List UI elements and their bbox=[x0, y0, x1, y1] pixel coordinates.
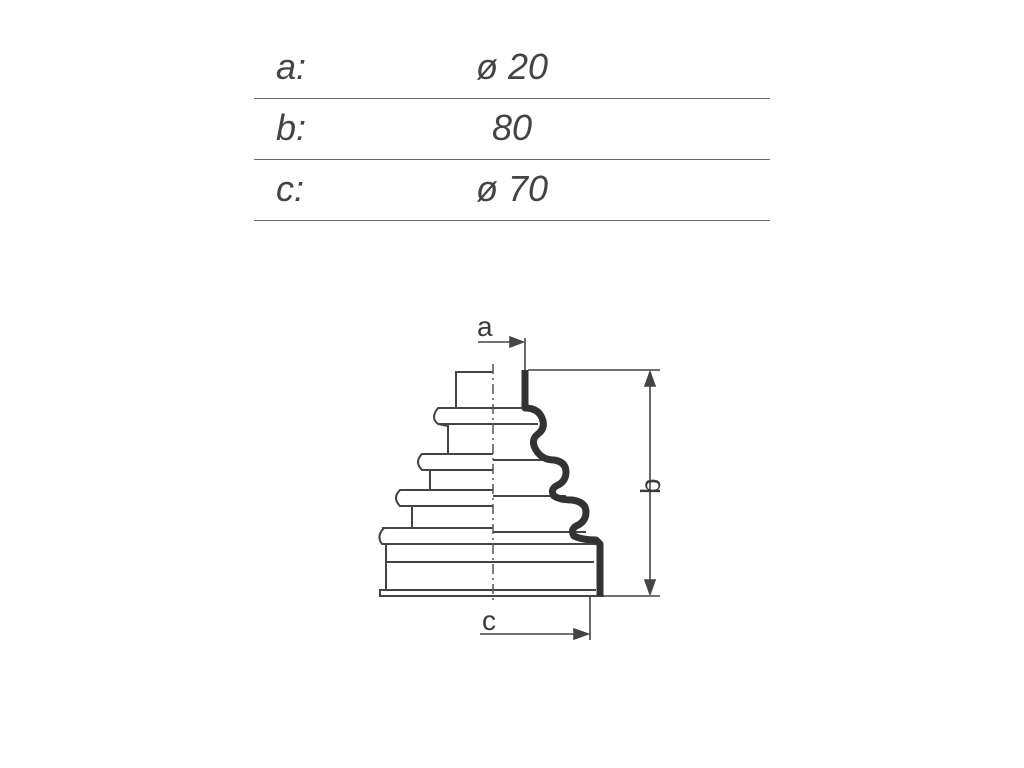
spec-label: b: bbox=[276, 107, 307, 148]
arrowhead-c bbox=[573, 627, 591, 641]
spec-label: a: bbox=[276, 46, 307, 87]
spec-label: c: bbox=[276, 168, 305, 209]
spec-row-c: c: ø 70 bbox=[254, 160, 770, 221]
label-c: c bbox=[482, 605, 496, 636]
arrowhead-a bbox=[509, 335, 526, 349]
label-a: a bbox=[477, 311, 493, 342]
boot-section-right bbox=[521, 370, 604, 596]
spec-row-a: a: ø 20 bbox=[254, 38, 770, 99]
spec-value: ø 20 bbox=[475, 46, 549, 87]
spec-value: ø 70 bbox=[475, 168, 549, 209]
spec-row-b: b: 80 bbox=[254, 99, 770, 160]
arrowhead-b-bottom bbox=[643, 579, 657, 597]
arrowhead-b-top bbox=[643, 369, 657, 387]
spec-value: 80 bbox=[491, 107, 533, 148]
cv-boot-drawing: a b c bbox=[360, 300, 700, 660]
technical-drawing: a b c bbox=[378, 311, 666, 641]
label-b: b bbox=[635, 478, 666, 494]
dimension-table: a: ø 20 b: 80 c: ø 70 bbox=[254, 38, 770, 221]
